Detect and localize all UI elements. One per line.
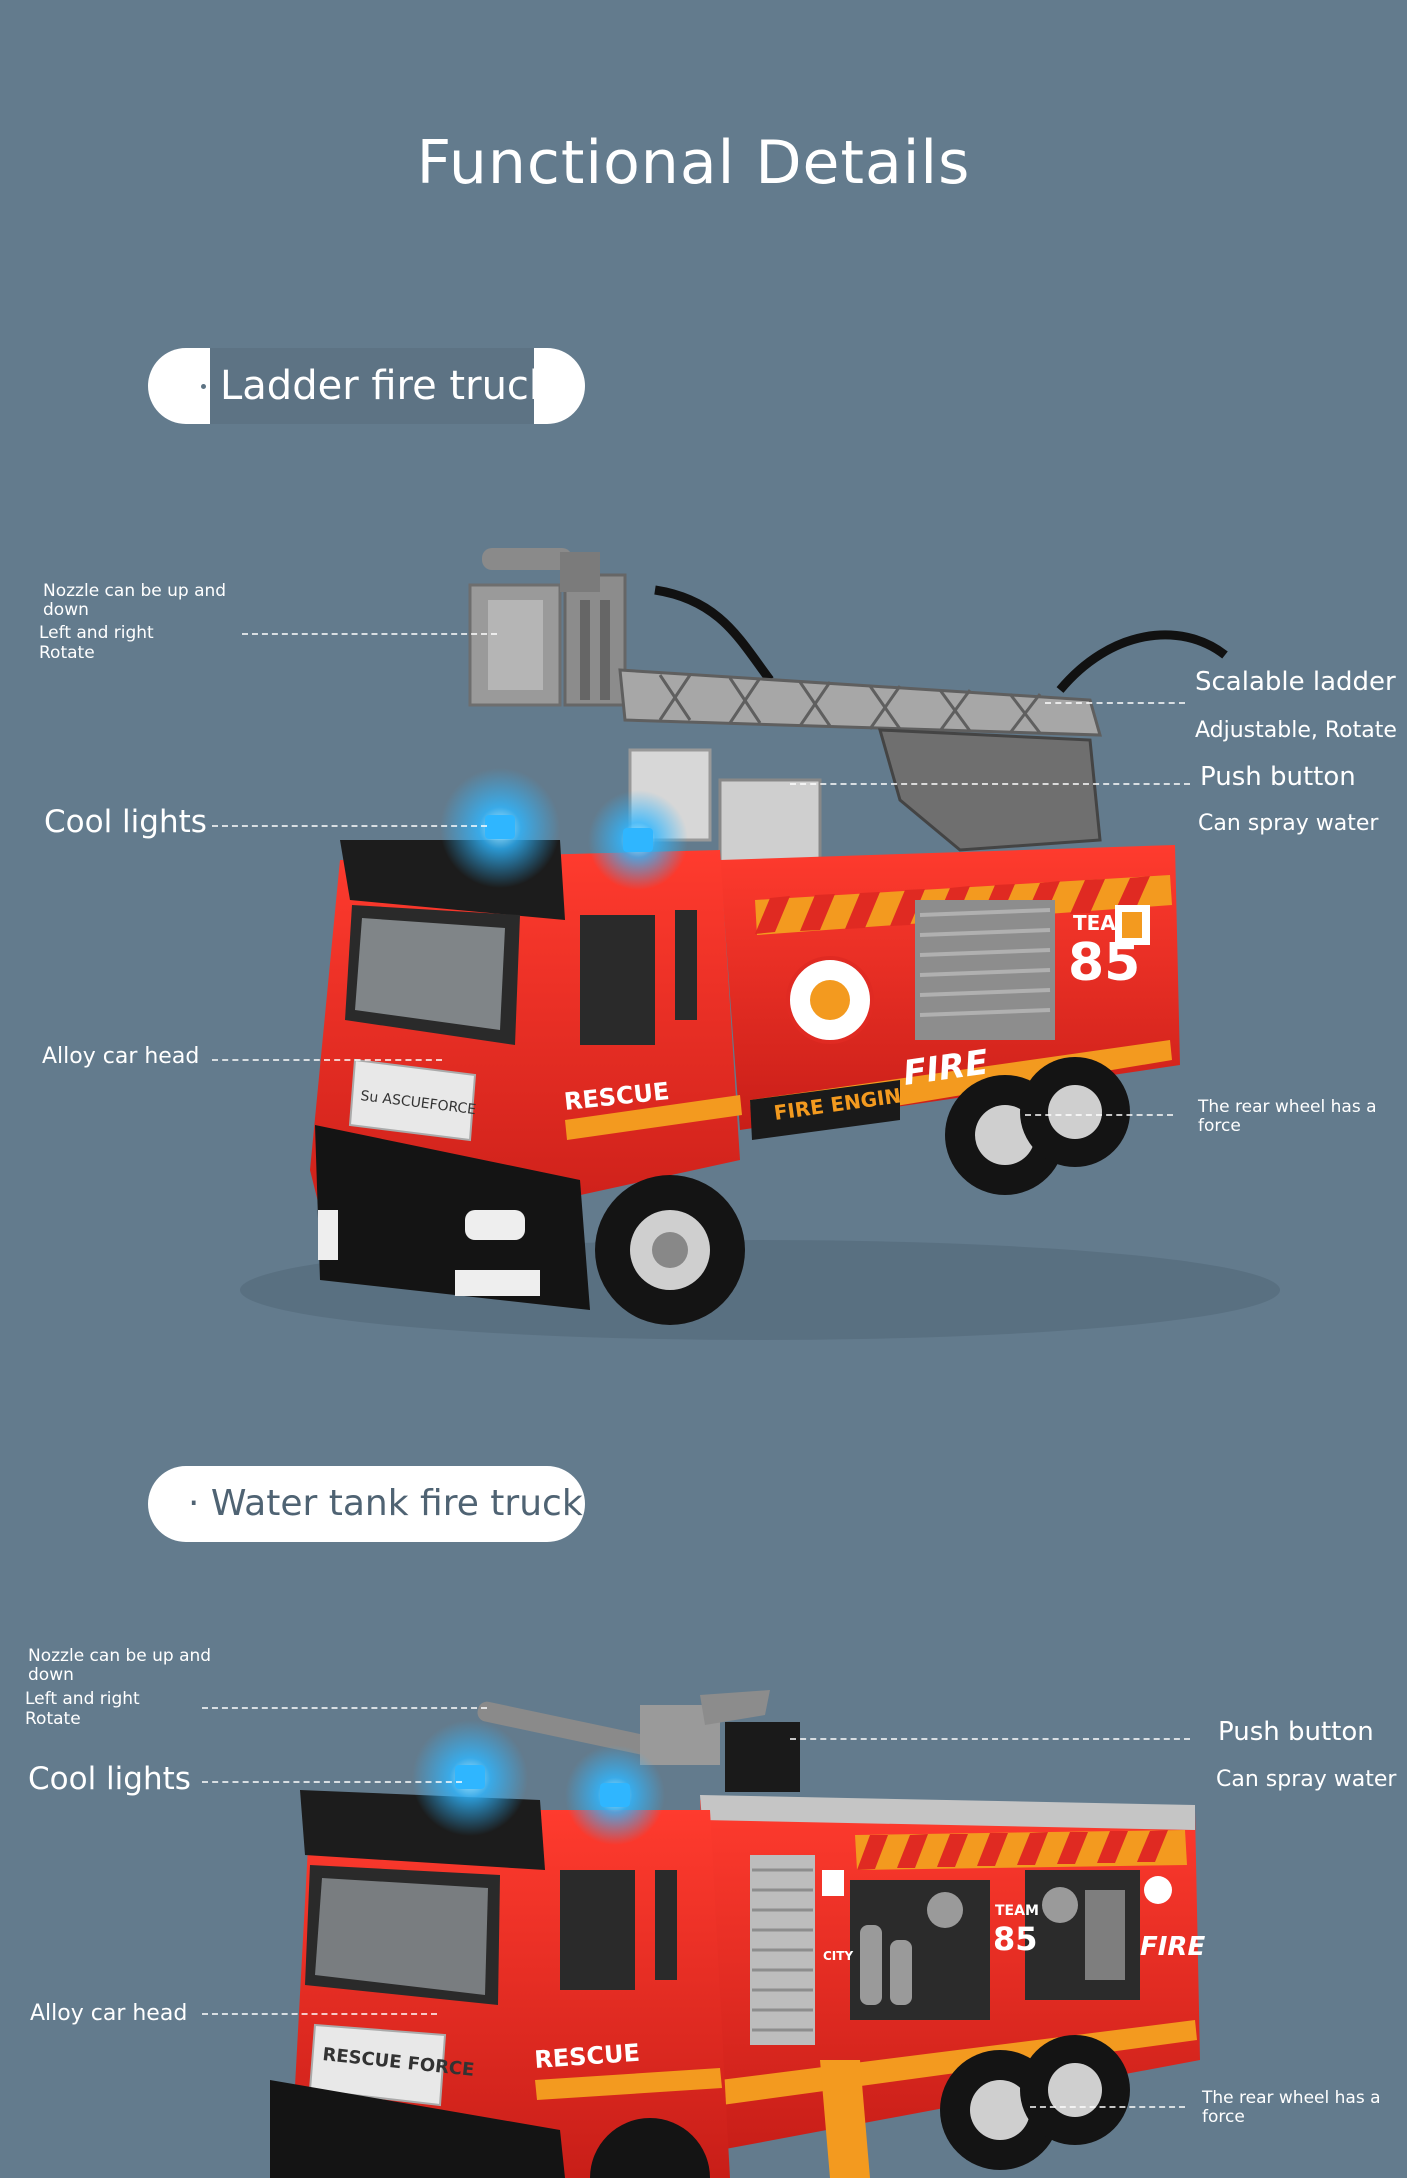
callout-alloy-head: Alloy car head [42, 1044, 200, 1069]
callout-scalable-ladder: Scalable ladder [1195, 667, 1396, 697]
callout2-rear-line2: force [1202, 2107, 1245, 2127]
section-heading-ladder: Ladder fire truck [148, 348, 585, 424]
truck2-city: CITY [823, 1949, 853, 1963]
truck2-fire: FIRE [1140, 1932, 1205, 1962]
callout-push-sub: Can spray water [1198, 811, 1379, 836]
callout2-rear-line1: The rear wheel has a [1202, 2088, 1381, 2108]
leader-line-alloy-head [212, 1059, 442, 1061]
callout-push-button: Push button [1200, 762, 1356, 792]
callout2-push-sub: Can spray water [1216, 1767, 1397, 1792]
callout2-rotate-line2: Rotate [25, 1709, 81, 1729]
callout-nozzle-line2: down [43, 600, 89, 620]
callout-cool-lights: Cool lights [44, 804, 207, 840]
section-heading-text: · Water tank fire truck [188, 1483, 583, 1524]
callout-ladder-sub: Adjustable, Rotate [1195, 718, 1397, 743]
callout-rear-line2: force [1198, 1116, 1241, 1136]
callout-nozzle-line1: Nozzle can be up and [43, 581, 227, 601]
leader-line-rear-wheel [1025, 1114, 1173, 1116]
leader-line-nozzle [242, 633, 497, 635]
leader-line-cool-lights [212, 825, 487, 827]
truck2-number: 85 [993, 1920, 1038, 1958]
page-title: Functional Details [416, 128, 971, 198]
callout2-nozzle-line1: Nozzle can be up and [28, 1646, 212, 1666]
callout-rear-line1: The rear wheel has a [1198, 1097, 1377, 1117]
leader-line-push-button [790, 783, 1190, 785]
leader2-line-push-button [790, 1738, 1190, 1740]
truck2-rescue: RESCUE [533, 2039, 640, 2074]
callout2-nozzle-line2: down [28, 1665, 74, 1685]
section-heading-water-tank: · Water tank fire truck [148, 1466, 585, 1542]
truck2-team-label: TEAM [995, 1903, 1039, 1919]
callout2-alloy-head: Alloy car head [30, 2001, 188, 2026]
leader2-line-cool-lights [202, 1781, 462, 1783]
leader2-line-nozzle [202, 1707, 487, 1709]
callout2-rotate-line1: Left and right [25, 1689, 140, 1709]
callout-rotate-line1: Left and right [39, 623, 154, 643]
callout-rotate-line2: Rotate [39, 643, 95, 663]
leader2-line-rear-wheel [1030, 2106, 1185, 2108]
truck2-plate: RESCUE FORCE [321, 2044, 475, 2081]
leader-line-ladder [1045, 702, 1185, 704]
callout2-push-button: Push button [1218, 1717, 1374, 1747]
section-heading-text: Ladder fire truck [220, 363, 553, 409]
leader2-line-alloy-head [202, 2013, 437, 2015]
bullet-dot [201, 384, 206, 389]
ladder-truck-illustration: TEAM 85 FIRE ENGINE FIRE Su ASCUEFORCE R… [240, 548, 1280, 1340]
callout2-cool-lights: Cool lights [28, 1761, 191, 1797]
